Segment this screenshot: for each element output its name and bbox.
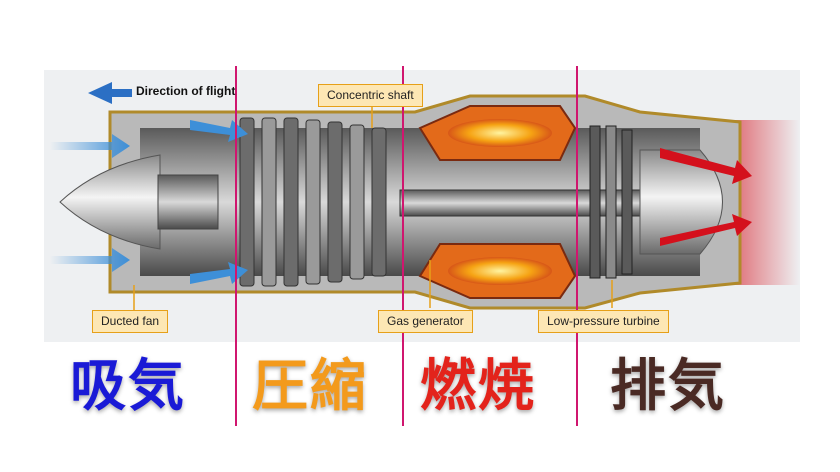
stage-label-intake: 吸気 bbox=[67, 351, 188, 422]
divider-intake-compression bbox=[235, 66, 237, 426]
callout-leaders bbox=[133, 104, 613, 312]
callout-concentric-shaft: Concentric shaft bbox=[318, 84, 423, 107]
stage-label-combustion: 燃焼 bbox=[417, 351, 538, 422]
stage-label-compression: 圧縮 bbox=[249, 351, 370, 422]
direction-arrow bbox=[88, 82, 132, 104]
exhaust-arrows bbox=[660, 148, 752, 246]
callout-ducted-fan: Ducted fan bbox=[92, 310, 169, 333]
tail-cone bbox=[639, 149, 723, 255]
callout-gas-generator: Gas generator bbox=[378, 310, 473, 333]
fan-hub bbox=[157, 174, 219, 230]
compressor-blades bbox=[239, 117, 387, 287]
divider-combustion-exhaust bbox=[576, 66, 578, 426]
intake-arrows bbox=[50, 120, 248, 284]
combustion-chamber-bottom bbox=[418, 243, 577, 299]
callout-low-pressure-turbine: Low-pressure turbine bbox=[538, 310, 669, 333]
stage-label-exhaust: 排気 bbox=[607, 351, 728, 422]
direction-of-flight-label: Direction of flight bbox=[136, 84, 236, 98]
turbine-blades bbox=[589, 125, 633, 279]
divider-compression-combustion bbox=[402, 66, 404, 426]
combustion-chamber-top bbox=[418, 105, 577, 161]
